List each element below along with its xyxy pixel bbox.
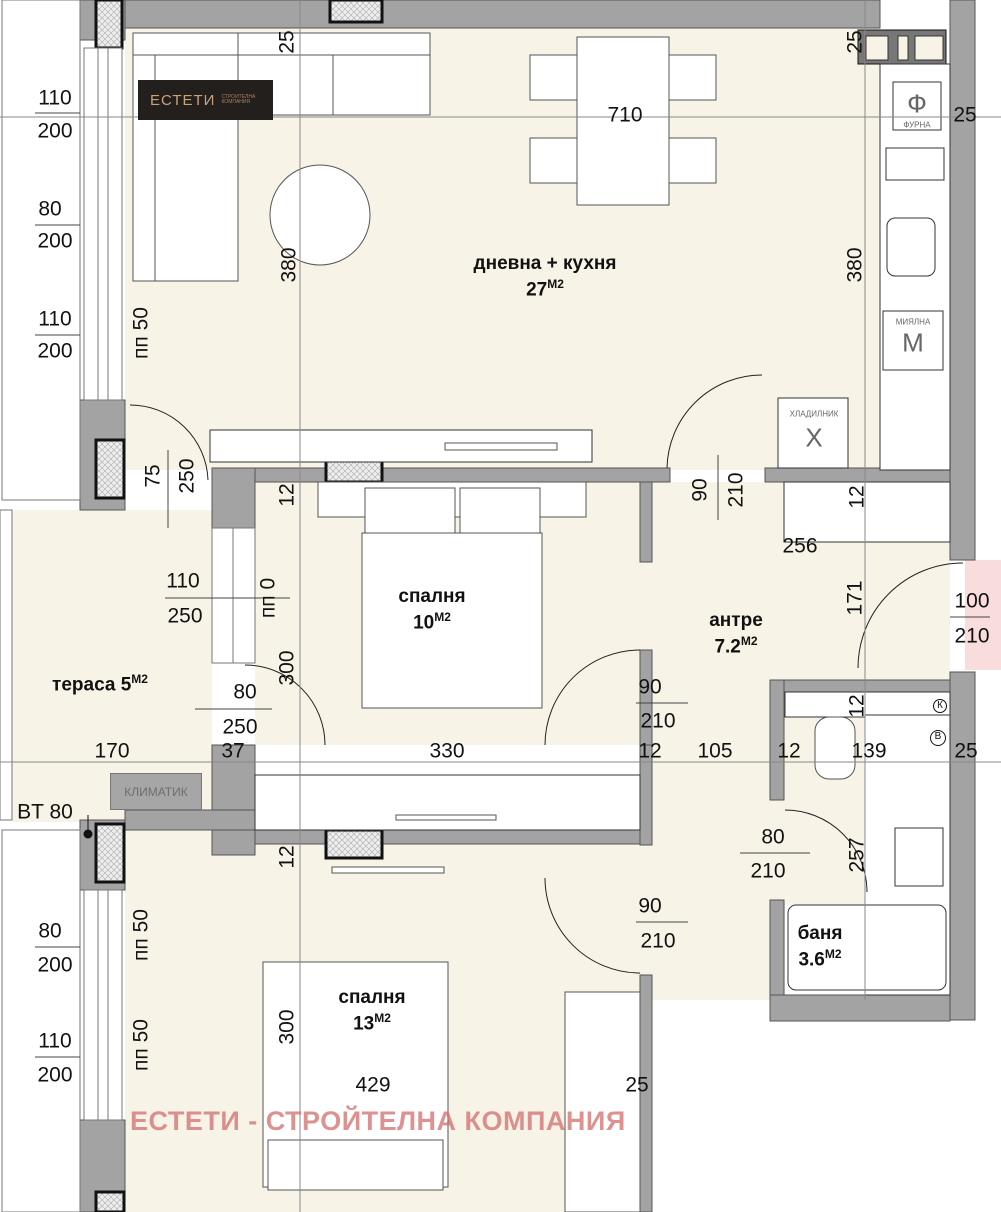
dimension: 12 bbox=[638, 739, 662, 763]
room-name: тераса 5 bbox=[52, 674, 132, 696]
room-area: 27 bbox=[526, 279, 548, 301]
dimension: 25 bbox=[954, 739, 978, 763]
room-label-living: дневна + кухня 27M2 bbox=[474, 252, 617, 303]
window-width: 80 bbox=[38, 197, 62, 221]
room-label-bath: баня 3.6M2 bbox=[798, 922, 843, 973]
dimension: 257 bbox=[845, 837, 869, 873]
room-label-bedroom1: спалня 10M2 bbox=[398, 585, 465, 636]
dimension: 300 bbox=[275, 650, 299, 686]
dimension: 12 bbox=[845, 485, 869, 509]
dimension: 429 bbox=[355, 1073, 391, 1097]
door-height: 210 bbox=[640, 709, 676, 733]
room-name: антре bbox=[709, 610, 763, 631]
door-width: 90 bbox=[638, 894, 662, 918]
sill-label: пп 50 bbox=[129, 909, 153, 961]
dimension: 170 bbox=[94, 739, 130, 763]
furniture bbox=[132, 32, 856, 1212]
door-width: 75 bbox=[141, 464, 165, 488]
door-width: 80 bbox=[233, 680, 257, 704]
room-area: 3.6 bbox=[798, 949, 825, 971]
dishwasher-label: МИЯЛНА bbox=[895, 317, 931, 327]
room-label-terrace: тераса 5M2 bbox=[52, 672, 148, 698]
dimension: 25 bbox=[275, 30, 299, 54]
room-label-hall: антре 7.2M2 bbox=[709, 609, 763, 660]
room-unit: M2 bbox=[547, 276, 564, 291]
dishwasher-icon: М bbox=[902, 327, 924, 358]
sill-label: пп 0 bbox=[256, 577, 280, 619]
dimension: 300 bbox=[275, 1009, 299, 1045]
aircon-outlet bbox=[83, 815, 93, 839]
window-height: 200 bbox=[37, 229, 73, 253]
aircon-unit: КЛИМАТИК bbox=[110, 773, 202, 810]
fridge-icon: Х bbox=[805, 422, 823, 453]
dimension: 12 bbox=[777, 739, 801, 763]
boiler-k-icon: К bbox=[933, 699, 947, 713]
window-height: 200 bbox=[37, 339, 73, 363]
dimension: 12 bbox=[275, 845, 299, 869]
door-height: 250 bbox=[222, 715, 258, 739]
dimension: 380 bbox=[843, 247, 867, 283]
window-width: 110 bbox=[38, 307, 72, 331]
dimension: 139 bbox=[851, 739, 887, 763]
room-name: спалня bbox=[338, 987, 406, 1008]
door-height: 210 bbox=[640, 929, 676, 953]
room-area: 10 bbox=[413, 612, 435, 634]
door-width: 90 bbox=[688, 478, 712, 502]
sill-label: пп 50 bbox=[129, 1019, 153, 1071]
dimension: 380 bbox=[277, 247, 301, 283]
logo-tagline: СТРОИТЕЛНА КОМПАНИЯ bbox=[221, 94, 256, 105]
dimension: 171 bbox=[843, 580, 867, 616]
room-unit: M2 bbox=[374, 1010, 391, 1025]
room-label-bedroom2: спалня 13M2 bbox=[338, 986, 405, 1037]
door-swings bbox=[129, 374, 964, 974]
sill-label: пп 50 bbox=[129, 307, 153, 359]
door-height: 250 bbox=[175, 458, 199, 494]
company-logo: ЕСТЕТИ СТРОИТЕЛНА КОМПАНИЯ bbox=[138, 80, 273, 120]
room-area: 7.2 bbox=[714, 636, 741, 658]
dimension: 330 bbox=[429, 739, 465, 763]
window-height: 200 bbox=[37, 953, 73, 977]
dimension: 25 bbox=[625, 1073, 649, 1097]
room-unit: M2 bbox=[740, 633, 758, 648]
fridge-label: ХЛАДИЛНИК bbox=[789, 409, 839, 419]
kitchen-counter bbox=[209, 63, 951, 996]
watermark: ЕСТЕТИ - СТРОЙТЕЛНА КОМПАНИЯ bbox=[130, 1106, 626, 1136]
room-area: 13 bbox=[353, 1013, 375, 1035]
dimension: 25 bbox=[843, 30, 867, 54]
dimension: 256 bbox=[782, 534, 818, 558]
windows bbox=[0, 0, 256, 1212]
oven-label: ФУРНА bbox=[903, 120, 931, 130]
logo-name: ЕСТЕТИ bbox=[150, 91, 216, 109]
window-height: 200 bbox=[37, 1063, 73, 1087]
window-height: 250 bbox=[167, 604, 203, 628]
door-width: 100 bbox=[954, 589, 990, 613]
window-width: 110 bbox=[38, 1029, 72, 1053]
window-width: 80 bbox=[38, 919, 62, 943]
dimension: 12 bbox=[275, 483, 299, 507]
room-name: дневна + кухня bbox=[473, 253, 617, 274]
dimension: 710 bbox=[607, 103, 643, 127]
door-width: 80 bbox=[761, 825, 785, 849]
room-unit: M2 bbox=[824, 946, 842, 961]
bt-label: BT 80 bbox=[17, 800, 73, 824]
entry-door-zone bbox=[965, 560, 1001, 670]
door-height: 210 bbox=[954, 624, 990, 648]
window-width: 110 bbox=[38, 86, 72, 110]
door-width: 90 bbox=[638, 675, 662, 699]
window-height: 200 bbox=[37, 119, 73, 143]
boiler-b-icon: В bbox=[930, 730, 946, 746]
door-height: 210 bbox=[724, 472, 748, 508]
dimension: 25 bbox=[953, 103, 977, 127]
dimension: 12 bbox=[845, 694, 869, 718]
window-width: 110 bbox=[166, 569, 200, 593]
dimension: 37 bbox=[221, 739, 245, 763]
room-name: баня bbox=[797, 923, 843, 944]
oven-icon: Ф bbox=[907, 88, 927, 119]
room-unit: M2 bbox=[131, 672, 148, 686]
door-height: 210 bbox=[750, 859, 786, 883]
room-name: спалня bbox=[398, 586, 466, 607]
dimension: 105 bbox=[697, 739, 733, 763]
room-unit: M2 bbox=[434, 609, 451, 624]
